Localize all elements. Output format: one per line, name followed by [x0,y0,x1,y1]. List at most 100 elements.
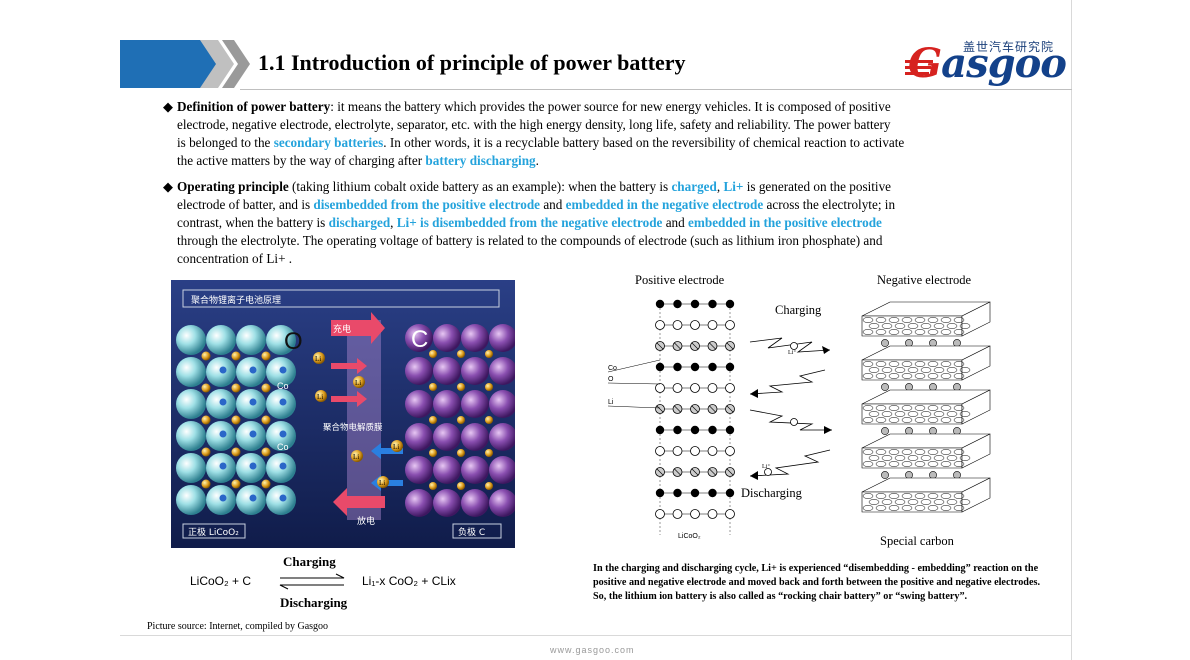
o-atom [690,509,700,519]
footer-rule [120,635,1072,636]
li-atom [261,447,271,457]
li-atom [485,449,493,457]
svg-text:Li: Li [315,355,321,363]
diamond-bullet-icon: ◆ [163,99,174,114]
cathode-atom [206,325,236,355]
reaction-left: LiCoO₂ + C [190,574,252,588]
anode-atom [489,357,515,385]
li-atom [231,447,241,457]
co-atom [279,398,287,406]
o-atom [707,320,718,330]
co-atom [690,425,700,435]
anode-atom [489,489,515,517]
anode-atom [461,324,489,352]
o-atom [725,320,735,330]
co-atom [219,494,227,502]
anode-atom [405,357,433,385]
cathode-atoms [176,325,296,515]
li-atom [953,427,961,435]
footer-url: www.gasgoo.com [550,645,635,655]
zigzag-arrow-icon [749,337,831,353]
cycle-note: In the charging and discharging cycle, L… [593,563,1040,602]
li-atom [201,415,211,425]
co-atom [708,488,717,498]
anode-atom [433,357,461,385]
anode-atom [433,390,461,418]
li-atom [429,416,437,424]
li-atom [905,383,913,391]
co-atom [708,425,717,435]
reversible-arrow-icon [279,573,345,590]
co-atom [673,425,682,435]
special-carbon-label: Special carbon [880,534,954,548]
co-label: Co [277,381,289,391]
co-atom [708,362,717,372]
right-divider [1071,0,1072,660]
cathode-atom [236,325,266,355]
page-title: 1.1 Introduction of principle of power b… [258,50,686,75]
anode-atom [461,456,489,484]
li-atom [457,482,465,490]
co-atom [725,299,735,309]
co-atom [219,430,227,438]
anode-atom [461,357,489,385]
li-move-arrow-icon [331,358,367,374]
anode-atom [489,423,515,451]
o-label: O [284,328,303,355]
li-atom [201,383,211,393]
li-atom [929,339,937,347]
anode-atoms [405,324,515,517]
li-atom [429,350,437,358]
co-atom [219,398,227,406]
negative-label: 负极 C [458,526,485,538]
header-accent-bar [120,40,218,88]
o-atom [655,320,665,330]
svg-text:Li: Li [317,393,323,401]
co-atom [690,488,700,498]
positive-label: 正极 LiCoO₂ [188,526,239,538]
li-atom [457,416,465,424]
zigzag-arrow-icon [749,369,826,395]
highlight-secondary-batteries: secondary batteries [273,135,384,150]
picture-source: Picture source: Internet, compiled by Ga… [147,621,329,632]
li-atom [429,449,437,457]
li-atom [929,427,937,435]
negative-electrode-label: Negative electrode [877,273,972,287]
li-atom [953,339,961,347]
header-chevron-icon [200,40,250,88]
li-atom [953,471,961,479]
co-atom [708,299,717,309]
o-atom [655,383,665,393]
li-atom [485,350,493,358]
svg-text:Li⁺: Li⁺ [762,463,771,470]
co-atom [279,430,287,438]
licoo2-label: LiCoO₂ [678,533,701,540]
diamond-bullet-icon: ◆ [163,179,174,194]
co-atom [673,362,682,372]
gasgoo-logo: Gasgoo [908,40,1067,87]
anode-atom [405,456,433,484]
li-atom [457,383,465,391]
electrode-structure-diagram: Co O Li LiCoO₂ Li⁺ Li⁺ [607,299,991,540]
li-atom [231,383,241,393]
anode-atom [405,390,433,418]
definition-paragraph: ◆Definition of power battery: it means t… [163,99,905,168]
o-atom [655,509,665,519]
cathode-atom [176,453,206,483]
principle-term: Operating principle [177,179,289,194]
o-atom [725,446,735,456]
cathode-atom [176,421,206,451]
co-atom [249,494,257,502]
cathode-atom [176,389,206,419]
li-return-arrow-icon [371,443,403,459]
svg-text:Li: Li [393,443,399,451]
o-atom [690,383,700,393]
li-atom [457,350,465,358]
li-atom [953,383,961,391]
o-atom [707,383,718,393]
svg-text:Li: Li [379,479,385,487]
cathode-atom [176,357,206,387]
reaction-discharging-label: Discharging [280,595,348,610]
o-atom [672,509,683,519]
charge-label: 充电 [333,323,351,335]
